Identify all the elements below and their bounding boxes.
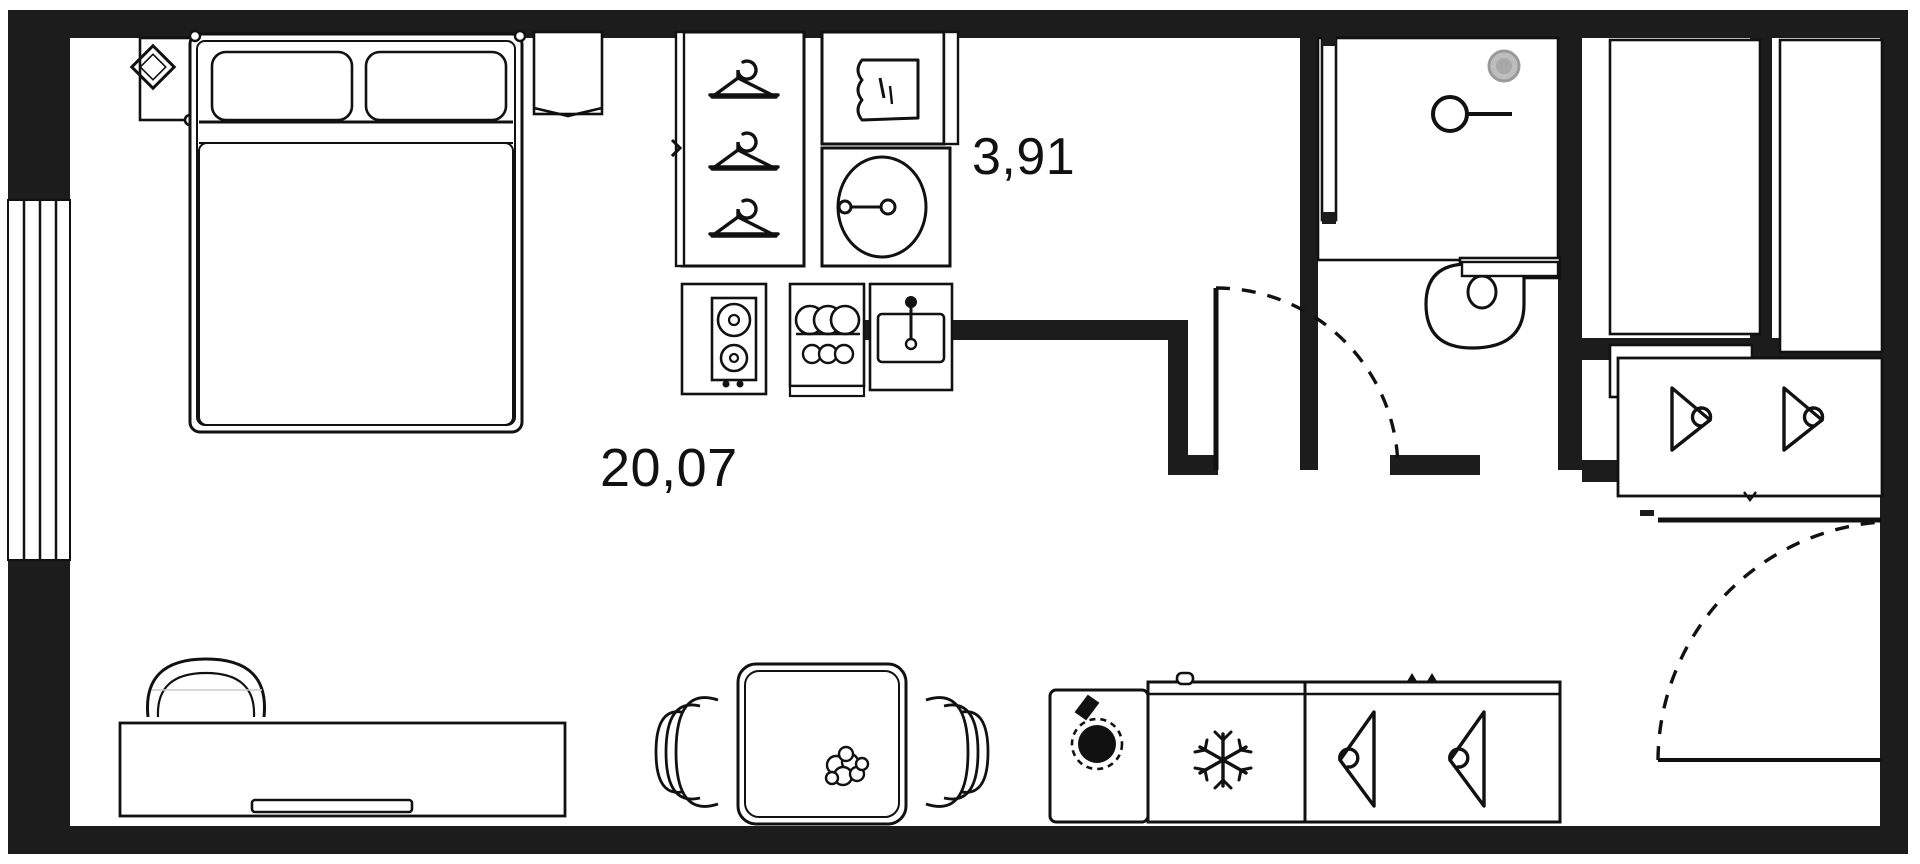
washing-machine-icon bbox=[820, 146, 952, 268]
hanger-icon bbox=[708, 198, 780, 238]
drain-icon bbox=[1487, 49, 1521, 83]
hanger-icon bbox=[1782, 386, 1825, 452]
door-swing-icon[interactable] bbox=[1213, 286, 1400, 471]
wardrobe-lower-kitchen bbox=[1303, 673, 1562, 824]
shower-icon bbox=[1316, 36, 1560, 262]
bathroom-area-label: 3,91 bbox=[972, 128, 1076, 186]
hanger-icon bbox=[1670, 386, 1713, 452]
window-icon bbox=[7, 199, 71, 561]
wardrobe-hangers-upper bbox=[670, 30, 806, 268]
sink-faucet-icon bbox=[1048, 688, 1150, 824]
boiler-icon bbox=[820, 30, 960, 146]
chair-icon bbox=[654, 696, 719, 808]
bed-shelf-icon bbox=[532, 30, 604, 118]
bed-icon bbox=[188, 29, 527, 434]
snowflake-icon bbox=[1193, 730, 1253, 790]
hanger-icon bbox=[1448, 710, 1486, 808]
sink-icon bbox=[868, 282, 954, 392]
diamond-lamp-icon bbox=[129, 43, 177, 91]
oven-icon bbox=[680, 282, 768, 396]
chair-icon bbox=[925, 696, 990, 808]
hanger-icon bbox=[708, 131, 780, 171]
sofa-icon bbox=[118, 721, 567, 818]
main-room-area-label: 20,07 bbox=[600, 438, 738, 498]
hanger-icon bbox=[708, 59, 780, 99]
shower-faucet-icon bbox=[1431, 95, 1512, 133]
wardrobe-lower-right bbox=[1616, 356, 1884, 502]
dining-table-icon bbox=[736, 662, 908, 826]
hanger-icon bbox=[1338, 710, 1376, 808]
cooktop-icon bbox=[788, 282, 866, 398]
refrigerator-icon bbox=[1146, 671, 1307, 824]
toilet-icon bbox=[1424, 256, 1562, 350]
entry-door-swing-icon[interactable] bbox=[1656, 517, 1883, 762]
armchair-icon bbox=[145, 657, 267, 718]
hallway-closet bbox=[1608, 38, 1884, 399]
plant-icon bbox=[824, 745, 870, 787]
